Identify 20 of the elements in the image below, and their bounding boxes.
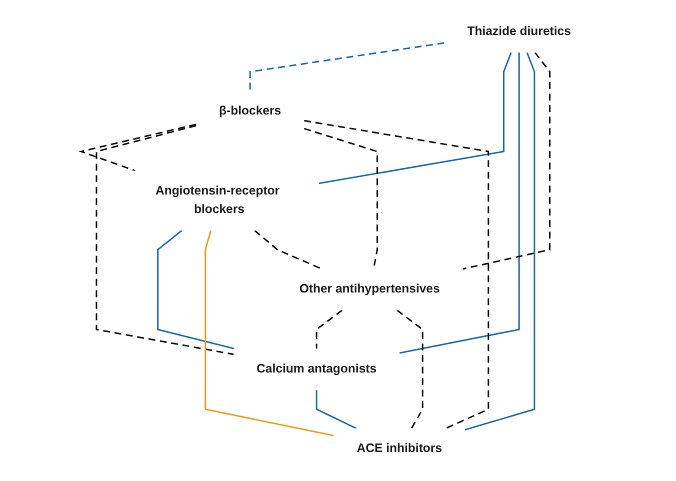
- node-text: Other antihypertensives: [300, 282, 440, 296]
- connector: [316, 390, 358, 430]
- node-text: β-blockers: [219, 104, 282, 118]
- node-text: Angiotensin-receptor blockers: [156, 184, 280, 216]
- connector: [205, 230, 334, 436]
- connector: [250, 42, 445, 91]
- node-text: Thiazide diuretics: [468, 24, 572, 38]
- connector: [78, 124, 197, 172]
- connector: [397, 310, 424, 429]
- connector: [463, 52, 551, 270]
- node-text: ACE inhibitors: [357, 442, 442, 456]
- connector: [254, 230, 322, 270]
- connector: [316, 310, 343, 349]
- connector: [158, 230, 235, 350]
- connector: [96, 124, 234, 356]
- connector: [400, 52, 520, 354]
- node-text: Calcium antagonists: [256, 362, 378, 376]
- connector: [304, 120, 490, 430]
- connector: [319, 52, 512, 184]
- connector: [465, 52, 536, 430]
